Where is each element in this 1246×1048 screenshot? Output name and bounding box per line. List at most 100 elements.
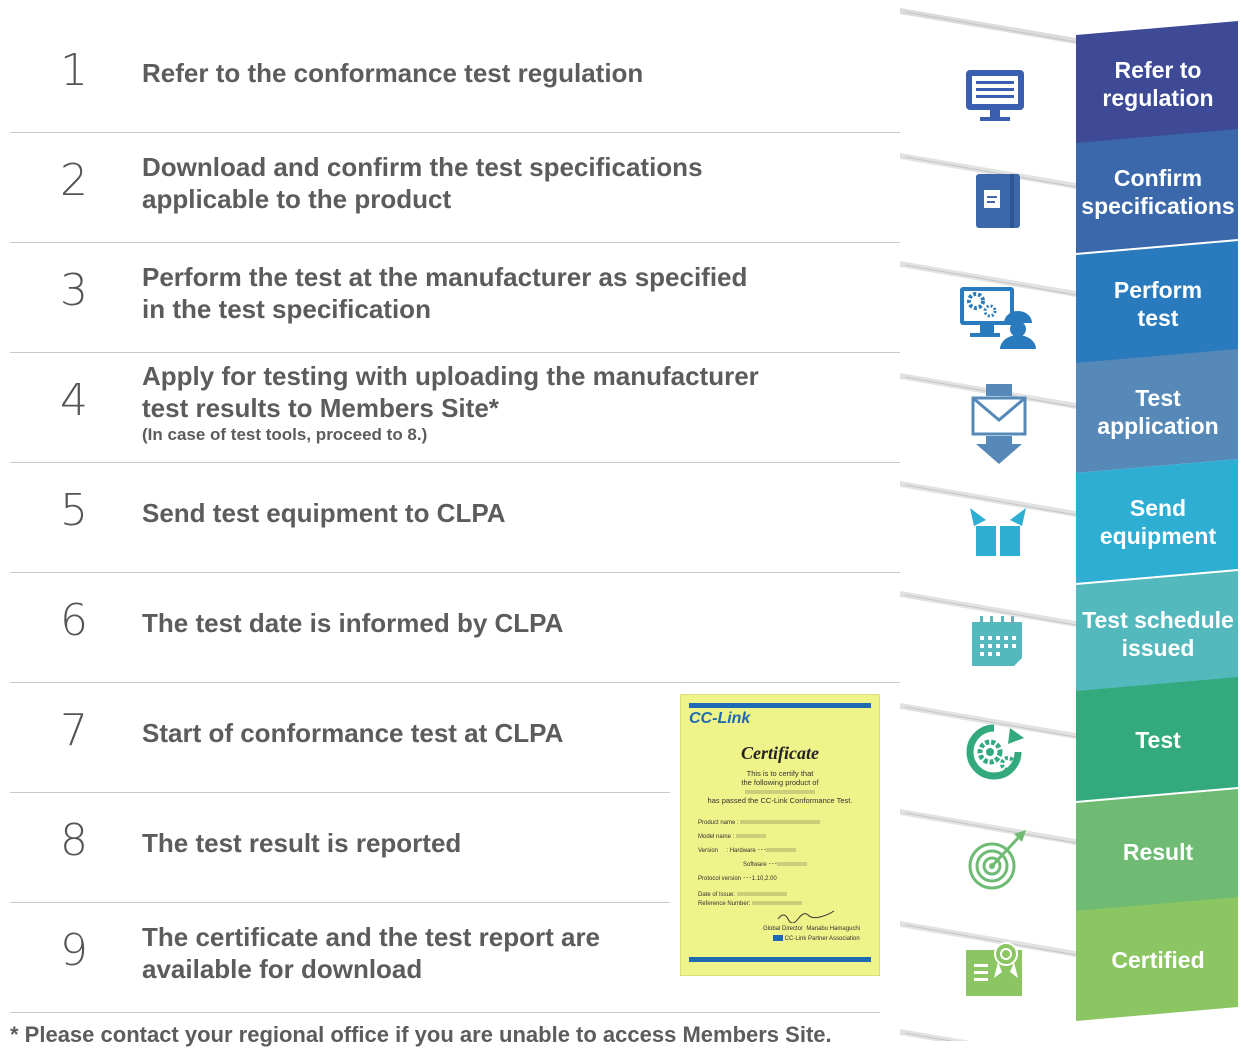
stage-fold-edge xyxy=(904,924,1077,956)
step-divider xyxy=(10,572,900,573)
mail-download-icon xyxy=(970,384,1028,469)
stage-label-line: Test schedule xyxy=(1082,607,1234,633)
step-divider xyxy=(10,682,900,683)
step-9: 9 The certificate and the test report are… xyxy=(0,898,900,1008)
step-text-line: The test date is informed by CLPA xyxy=(142,608,564,638)
stage-label-line: Confirm xyxy=(1113,165,1203,191)
step-text-line: Perform the test at the manufacturer as … xyxy=(142,262,748,292)
cert-hardware: : Hardware xyxy=(726,848,756,854)
stage-fold-edge xyxy=(904,812,1077,844)
step-text-line: The test result is reported xyxy=(142,828,462,858)
cert-line3: has passed the CC-Link Conformance Test. xyxy=(707,796,853,805)
step-text-line: Start of conformance test at CLPA xyxy=(142,718,564,748)
cert-product-name: Product name xyxy=(698,820,736,826)
stage-band xyxy=(1076,677,1238,801)
stage-band xyxy=(1076,571,1238,695)
stage-fold xyxy=(900,591,1076,627)
step-text: The test date is informed by CLPA xyxy=(142,607,842,639)
stage-band xyxy=(1076,349,1238,473)
cert-line1: This is to certify that xyxy=(746,769,814,778)
stage-band xyxy=(1076,21,1238,145)
box-icon xyxy=(970,506,1026,563)
stage-label: Test xyxy=(1078,726,1238,754)
stage-ribbon xyxy=(900,8,1238,1041)
stage-label-line: Test xyxy=(1135,385,1181,411)
book-icon xyxy=(972,172,1024,237)
monitor-icon xyxy=(964,68,1026,129)
stage-band xyxy=(1076,789,1238,913)
step-divider xyxy=(10,352,900,353)
step-number: 6 xyxy=(60,595,88,646)
step-text: Send test equipment to CLPA xyxy=(142,497,842,529)
cert-association: CC-Link Partner Association xyxy=(784,936,860,942)
certificate-image: CC-Link Certificate This is to certify t… xyxy=(680,694,880,976)
gear-cycle-icon xyxy=(964,724,1028,785)
step-text: Refer to the conformance test regulation xyxy=(142,57,842,89)
stage-fold xyxy=(900,921,1076,957)
target-icon xyxy=(966,826,1030,897)
step-number: 2 xyxy=(60,155,88,206)
step-number: 5 xyxy=(60,485,88,536)
stage-fold-edge xyxy=(904,594,1077,626)
step-text: The test result is reported xyxy=(142,827,842,859)
step-number: 9 xyxy=(60,925,88,976)
cert-software: Software xyxy=(743,862,767,868)
step-divider xyxy=(10,902,670,903)
step-6: 6 The test date is informed by CLPA xyxy=(0,568,900,678)
stage-fold xyxy=(900,261,1076,297)
step-number: 4 xyxy=(60,375,88,426)
stage-label-line: Perform xyxy=(1113,277,1203,303)
stage-fold-edge xyxy=(904,156,1077,188)
step-number: 8 xyxy=(60,815,88,866)
stage-label-line: application xyxy=(1097,413,1219,439)
step-divider xyxy=(10,132,900,133)
cert-title: Certificate xyxy=(741,743,819,763)
step-text-line: available for download xyxy=(142,954,423,984)
stage-fold-edge xyxy=(904,264,1077,296)
stage-fold xyxy=(900,153,1076,189)
step-5: 5 Send test equipment to CLPA xyxy=(0,458,900,568)
step-note: (In case of test tools, proceed to 8.) xyxy=(142,424,428,444)
step-3: 3 Perform the test at the manufacturer as… xyxy=(0,238,900,348)
stage-label-line: issued xyxy=(1121,635,1195,661)
step-text-line: Apply for testing with uploading the man… xyxy=(142,360,759,391)
stage-label-line: Test xyxy=(1135,727,1181,753)
cert-signature xyxy=(776,909,846,926)
footnote: * Please contact your regional office if… xyxy=(10,1022,832,1047)
stage-band xyxy=(1076,241,1238,365)
stage-label: Result xyxy=(1078,838,1238,866)
cert-protocol: Protocol version ･･･1.10,2.00 xyxy=(698,876,777,882)
cert-line2: the following product of xyxy=(741,778,819,787)
cert-director: Global Director xyxy=(763,926,804,932)
step-text: Apply for testing with uploading the man… xyxy=(142,360,842,446)
cert-model-name: Model name xyxy=(698,834,732,840)
cert-logo: CC-Link xyxy=(689,710,751,727)
engineer-monitor-icon xyxy=(958,283,1038,354)
certificate-icon xyxy=(964,940,1030,1003)
step-text-line: applicable to the product xyxy=(142,184,452,214)
stage-label-line: Send xyxy=(1129,495,1187,521)
step-number: 3 xyxy=(60,265,88,316)
cert-director-name: Manabu Hamaguchi xyxy=(806,926,861,932)
stage-fold-edge xyxy=(904,1032,954,1041)
stage-label: Certified xyxy=(1078,946,1238,974)
cert-redacted xyxy=(745,790,815,795)
stage-fold-edge xyxy=(904,484,1077,516)
step-4: 4 Apply for testing with uploading the ma… xyxy=(0,348,900,458)
calendar-icon xyxy=(970,616,1026,673)
step-8: 8 The test result is reported xyxy=(0,788,900,898)
step-divider xyxy=(10,1012,880,1013)
step-divider xyxy=(10,792,670,793)
stage-fold xyxy=(900,481,1076,517)
stage-fold xyxy=(900,8,1076,44)
stage-label-line: regulation xyxy=(1102,85,1214,111)
step-text-line: Send test equipment to CLPA xyxy=(142,498,506,528)
